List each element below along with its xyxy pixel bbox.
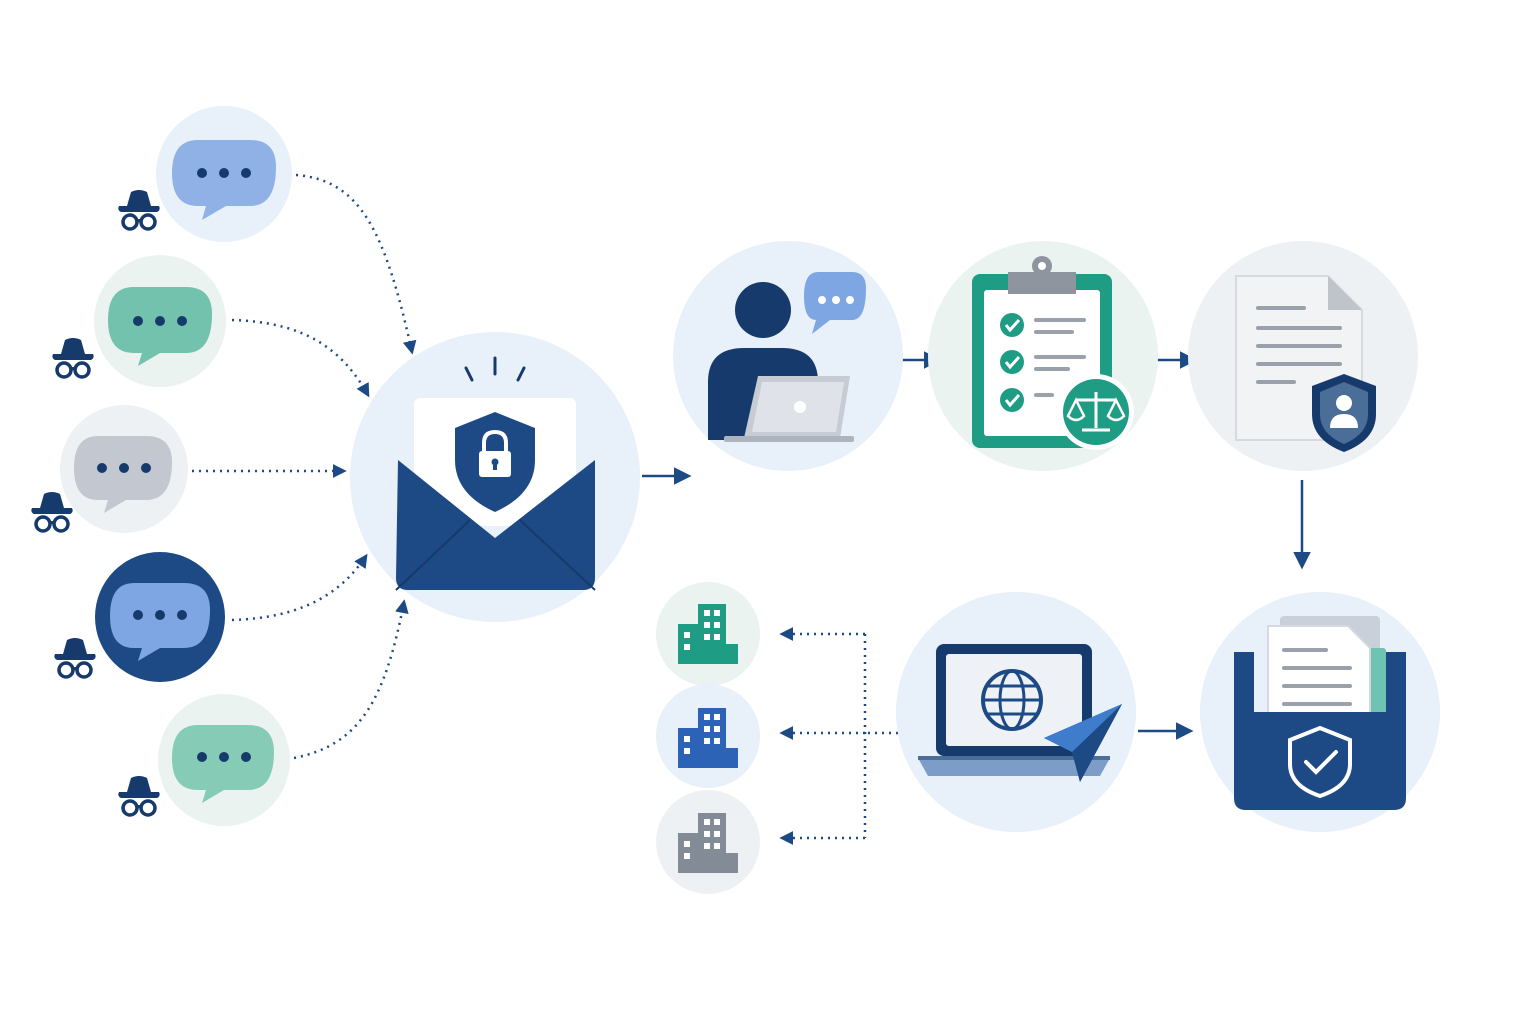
edge-report-5-to-inbox — [293, 599, 409, 760]
web-portal — [896, 592, 1136, 832]
chat-bubble-icon — [110, 583, 210, 661]
chat-bubble-icon — [74, 436, 172, 513]
laptop-globe-send-icon — [918, 644, 1122, 782]
edge-report-4-to-inbox — [231, 553, 368, 622]
chat-bubble-icon — [108, 287, 212, 366]
incognito-icon — [52, 636, 98, 679]
building-icon — [678, 604, 738, 664]
edge-report-1-to-inbox — [295, 173, 417, 355]
edge-report-2-to-inbox — [231, 318, 370, 398]
anon-report-1 — [116, 106, 292, 242]
building-icon — [678, 708, 738, 768]
building-icon — [678, 813, 738, 873]
anon-report-3 — [29, 405, 188, 533]
incognito-icon — [116, 188, 162, 231]
incognito-icon — [29, 490, 75, 533]
archive-tray-shield-icon — [1234, 616, 1406, 810]
edge-portal-branch — [863, 634, 898, 838]
secure-envelope-icon — [395, 356, 596, 591]
investigator — [673, 241, 903, 471]
chat-bubble-icon — [172, 725, 274, 803]
secure-archive — [1200, 592, 1440, 832]
document-shield-icon — [1235, 275, 1376, 452]
chat-bubble-icon — [172, 140, 276, 220]
anon-report-4 — [52, 552, 225, 682]
incognito-icon — [50, 336, 96, 379]
organization-2 — [656, 684, 760, 788]
incognito-icon — [116, 774, 162, 817]
organization-3 — [656, 790, 760, 894]
person-laptop-icon — [708, 272, 866, 442]
protected-document — [1188, 241, 1418, 471]
organization-1 — [656, 582, 760, 686]
anon-report-5 — [116, 694, 290, 826]
compliance-review — [928, 241, 1158, 471]
anon-report-2 — [50, 255, 226, 387]
clipboard-checklist-icon — [972, 256, 1134, 450]
edges — [192, 173, 1311, 845]
secure-inbox — [350, 332, 640, 622]
